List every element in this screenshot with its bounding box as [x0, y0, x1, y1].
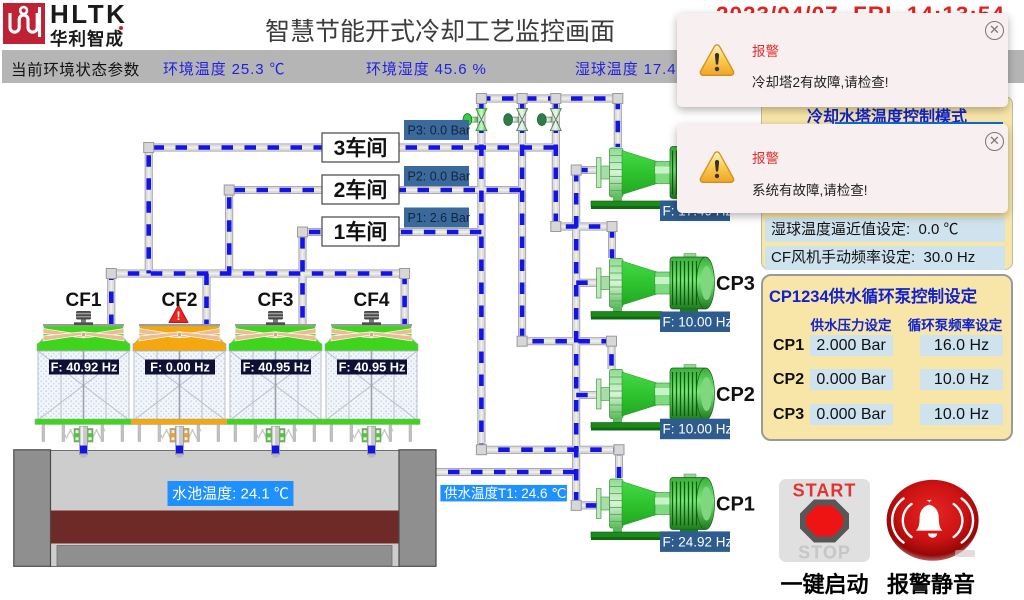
svg-text:供水温度T1: 24.6 ℃: 供水温度T1: 24.6 ℃	[444, 486, 566, 501]
svg-text:F: 40.95 Hz: F: 40.95 Hz	[243, 359, 310, 374]
svg-text:报警静音: 报警静音	[887, 572, 975, 597]
svg-text:CF3: CF3	[258, 290, 294, 311]
svg-text:STOP: STOP	[798, 543, 851, 563]
svg-text:CP3: CP3	[716, 273, 755, 295]
svg-text:CF2: CF2	[162, 290, 198, 311]
svg-text:F: 0.00 Hz: F: 0.00 Hz	[150, 359, 210, 374]
svg-text:F: 10.00 Hz: F: 10.00 Hz	[663, 422, 733, 437]
svg-text:CP1: CP1	[716, 494, 755, 516]
svg-text:水池温度: 24.1 ℃: 水池温度: 24.1 ℃	[172, 486, 289, 503]
svg-text:CP2: CP2	[716, 384, 755, 406]
svg-text:CF1: CF1	[66, 290, 102, 311]
svg-text:3车间: 3车间	[334, 136, 388, 160]
svg-text:P1: 2.6 Bar: P1: 2.6 Bar	[408, 211, 471, 225]
svg-text:1车间: 1车间	[334, 220, 388, 244]
svg-text:一键启动: 一键启动	[780, 572, 868, 597]
svg-text:F: 10.00 Hz: F: 10.00 Hz	[663, 315, 733, 330]
svg-text:CF4: CF4	[354, 290, 390, 311]
svg-text:F: 40.95 Hz: F: 40.95 Hz	[339, 359, 406, 374]
svg-text:P2: 0.0 Bar: P2: 0.0 Bar	[408, 170, 471, 184]
svg-text:P3: 0.0 Bar: P3: 0.0 Bar	[408, 124, 471, 138]
svg-text:F: 24.92 Hz: F: 24.92 Hz	[663, 534, 733, 549]
svg-text:2车间: 2车间	[334, 178, 388, 202]
svg-text:START: START	[793, 481, 857, 501]
svg-text:F: 40.92 Hz: F: 40.92 Hz	[51, 359, 118, 374]
svg-text:!: !	[177, 309, 181, 323]
